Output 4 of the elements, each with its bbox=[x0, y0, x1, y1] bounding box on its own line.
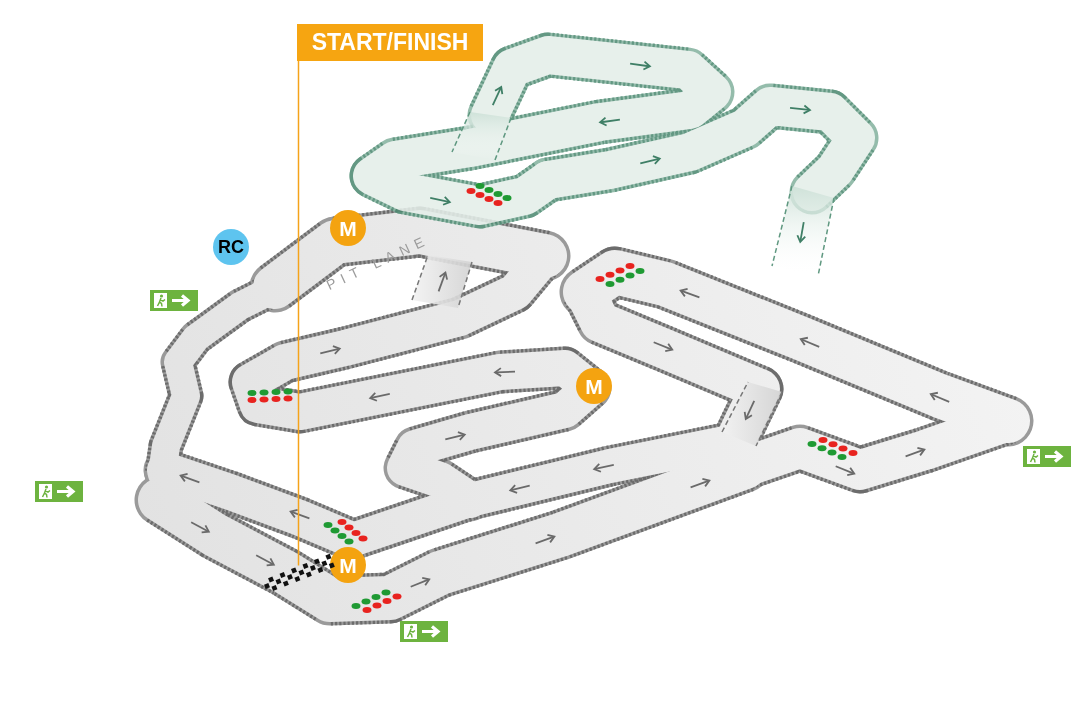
race-control-marker: RC bbox=[213, 229, 249, 265]
marshal-marker: M bbox=[330, 210, 366, 246]
start-finish-banner: START/FINISH bbox=[297, 24, 483, 61]
leader-line bbox=[297, 60, 300, 567]
